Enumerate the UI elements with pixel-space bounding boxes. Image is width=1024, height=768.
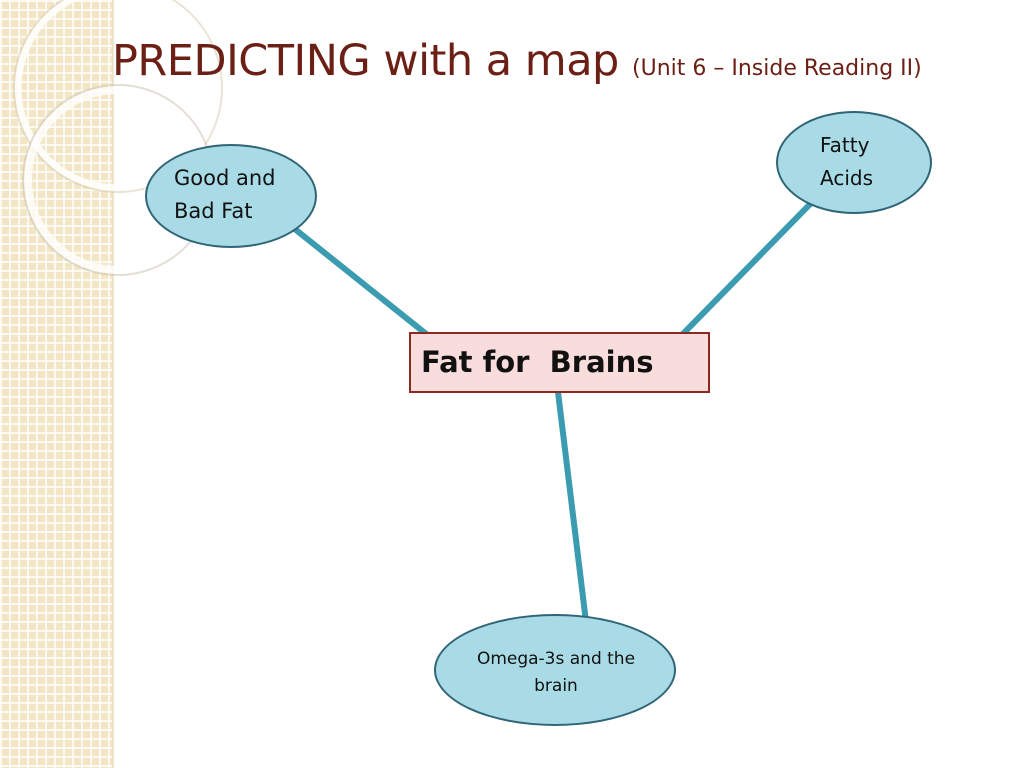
strip-edge-divider (112, 0, 115, 768)
decorative-ring-top (14, 0, 222, 192)
node-omega-3s: Omega-3s and the brain (434, 614, 676, 726)
node-label: Fatty Acids (820, 133, 873, 190)
central-topic-box: Fat for Brains (409, 332, 710, 393)
title-subtitle: (Unit 6 – Inside Reading II) (632, 56, 922, 81)
decorative-ring-top-shadow (13, 0, 223, 193)
node-good-and-bad-fat: Good and Bad Fat (145, 144, 317, 248)
node-label: Omega-3s and the brain (476, 649, 636, 696)
connector-good-bad (274, 211, 437, 344)
title-main: PREDICTING with a map (112, 36, 619, 86)
decorative-grid-strip (0, 0, 112, 768)
node-fatty-acids: Fatty Acids (776, 111, 932, 214)
slide-title: PREDICTING with a map (Unit 6 – Inside R… (112, 36, 922, 86)
connector-fatty (673, 193, 821, 344)
connector-omega (555, 391, 590, 631)
node-label: Good and Bad Fat (174, 166, 276, 223)
